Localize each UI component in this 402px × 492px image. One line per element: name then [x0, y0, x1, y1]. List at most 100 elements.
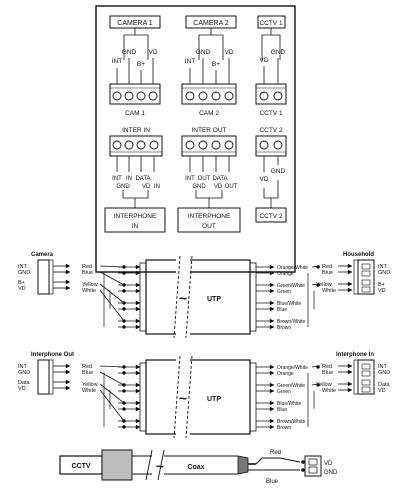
coax-wire-red: Red — [270, 450, 281, 456]
left-terminal — [37, 359, 50, 395]
utp-cable-label: UTP — [207, 396, 221, 403]
cctv2-pin-gnd: GND — [271, 168, 286, 175]
right-pair-wire-label: Blue — [277, 407, 287, 413]
right-pair-wire-label: Brown/White — [277, 319, 306, 325]
utp-diagram-camera: CameraINTGNDB+VDRedBlueYellowWhite~UTPOr… — [18, 252, 390, 339]
coax-shield — [101, 449, 133, 481]
left-wire-label: White — [82, 288, 96, 294]
coax-text: CCTV ~ Coax Red Blue VD GND — [71, 450, 338, 485]
inter-in-pin-in: IN — [126, 176, 132, 182]
right-pair-wire-label: Blue/White — [277, 301, 301, 307]
inter-out-pin-gnd: GND — [192, 184, 206, 190]
interphone-in-line2: IN — [132, 223, 139, 230]
right-pair-wire-label: Green — [277, 389, 291, 395]
left-wire-label: Blue — [82, 370, 93, 376]
inter-out-pin-data: DATA — [212, 176, 227, 182]
right-pin-label: Data — [378, 382, 391, 388]
coax-break-symbol: ~ — [156, 458, 164, 474]
utp-cable-body — [145, 359, 251, 435]
coax-pin-gnd: GND — [324, 470, 338, 476]
cctv1-pin-vd: VD — [259, 57, 268, 64]
coax-terminal — [304, 455, 322, 477]
right-terminal-wire-label: Red — [322, 364, 332, 370]
inter-in-pin-vd: VD — [142, 184, 151, 190]
interphone-in-box — [104, 207, 166, 233]
right-pin-label: GND — [378, 270, 390, 276]
right-terminal-wire-label: Yellow — [316, 282, 332, 288]
right-pair-wire-label: Brown — [277, 325, 291, 331]
right-pair-wire-label: Orange/White — [277, 365, 308, 371]
cctv2-title: CCTV 2 — [259, 127, 283, 134]
inter-in-pin-int: INT — [112, 176, 122, 182]
left-wire-label: White — [82, 388, 96, 394]
right-device-title: Interphone In — [336, 352, 374, 358]
left-wire-label: Blue — [82, 270, 93, 276]
camera1-label: CAMERA 1 — [117, 20, 153, 27]
right-terminal-wire-label: White — [322, 288, 336, 294]
left-pin-label: GND — [18, 270, 30, 276]
left-pin-label: Data — [18, 380, 31, 386]
interphone-out-box — [177, 207, 241, 233]
utp-break-symbol: ~ — [179, 290, 187, 306]
cctv2-pin-vd: VD — [259, 176, 268, 183]
cctv-source-label: CCTV — [71, 463, 90, 470]
inter-out-pin-vd: VD — [214, 184, 223, 190]
right-pair-wire-label: Green/White — [277, 383, 305, 389]
left-device-title: Camera — [31, 252, 54, 258]
inter-in-title: INTER IN — [122, 127, 150, 134]
cctv1-name: CCTV 1 — [259, 110, 283, 117]
cctv2-label: CCTV 2 — [259, 213, 283, 220]
right-terminal — [357, 359, 375, 395]
coax-diagram — [59, 449, 322, 481]
cctv1-connector — [255, 83, 287, 105]
inter-in-connector — [109, 135, 163, 157]
cctv1-pin-gnd: GND — [271, 49, 286, 56]
cam2-pin-gnd: GND — [196, 49, 211, 56]
terminal-panel — [95, 5, 296, 273]
camera2-label: CAMERA 2 — [193, 20, 229, 27]
cam1-pin-bplus: B+ — [137, 61, 145, 68]
inter-in-pin-gnd: GND — [116, 184, 130, 190]
right-pair-wire-label: Orange — [277, 371, 294, 377]
coax-wire-blue: Blue — [266, 479, 279, 485]
utp-cable-body — [145, 259, 251, 335]
left-terminal — [37, 259, 50, 295]
inter-in-pin-in2: IN — [154, 184, 160, 190]
left-pin-label: INT — [18, 264, 28, 270]
cam2-name: CAM 2 — [199, 110, 219, 117]
right-terminal-wire-label: Yellow — [316, 382, 332, 388]
left-pin-label: VD — [18, 386, 26, 392]
right-pair-wire-label: Orange/White — [277, 265, 308, 271]
interphone-out-line1: INTERPHONE — [188, 213, 231, 220]
right-pair-wire-label: Green/White — [277, 283, 305, 289]
cam1-connector — [109, 83, 161, 105]
utp-break-symbol: ~ — [179, 390, 187, 406]
left-wire-label: Red — [82, 264, 92, 270]
inter-out-pin-int: INT — [185, 176, 195, 182]
right-pair-wire-label: Brown — [277, 425, 291, 431]
right-pin-label: VD — [378, 288, 386, 294]
left-pin-label: INT — [18, 364, 28, 370]
inter-out-title: INTER OUT — [191, 127, 226, 134]
cam2-pin-bplus: B+ — [212, 61, 220, 68]
cctv2-label-box — [255, 207, 287, 223]
cam2-connector — [181, 83, 237, 105]
right-pin-label: GND — [378, 370, 390, 376]
right-pair-wire-label: Blue/White — [277, 401, 301, 407]
coax-pin-vd: VD — [324, 461, 333, 467]
inter-in-pin-data: DATA — [135, 176, 150, 182]
panel-frame — [95, 5, 296, 273]
right-terminal-wire-label: White — [322, 388, 336, 394]
right-pair-wire-label: Blue — [277, 307, 287, 313]
right-terminal — [357, 259, 375, 295]
right-pair-wire-label: Green — [277, 289, 291, 295]
cam1-name: CAM 1 — [125, 110, 145, 117]
right-pin-label: B+ — [378, 282, 385, 288]
panel-text: CAMERA 1 CAMERA 2 CCTV 1 INT GND B+ VD I… — [112, 20, 286, 230]
utp-diagram-interphone: Interphone OutINTGNDDataVDRedBlueYellowW… — [18, 352, 391, 439]
cctv1-label-box — [257, 15, 286, 29]
inter-out-pin-out: OUT — [198, 176, 211, 182]
right-terminal-wire-label: Blue — [322, 370, 333, 376]
cctv1-label: CCTV 1 — [259, 20, 283, 27]
right-terminal-wire-label: Blue — [322, 270, 333, 276]
